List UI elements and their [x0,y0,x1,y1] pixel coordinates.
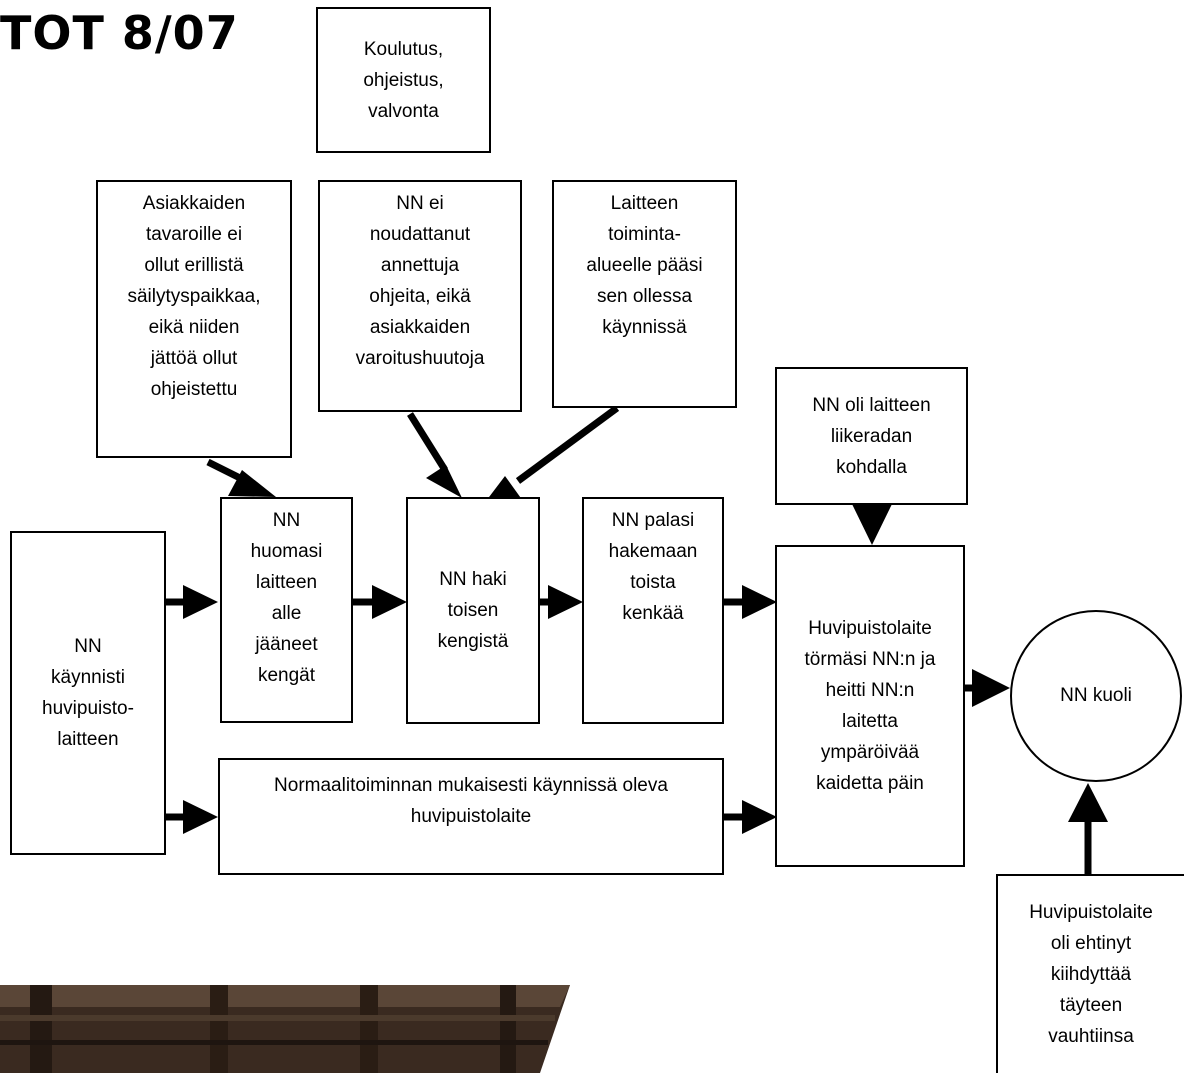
box-normaalitoiminta: Normaalitoiminnan mukaisesti käynnissä o… [218,758,724,875]
arrow-laitteen-haki [515,405,620,484]
box-nn-ei-noudattanut: NN ei noudattanut annettuja ohjeita, eik… [318,180,522,412]
box-nn-haki: NN haki toisen kengistä [406,497,540,724]
node-nn-kuoli: NN kuoli [1010,610,1182,782]
box-nn-oli-kohdalla: NN oli laitteen liikeradan kohdalla [775,367,968,505]
page-title: TOT 8/07 [0,6,239,60]
box-kiihdyttaa: Huvipuistolaite oli ehtinyt kiihdyttää t… [996,874,1184,1073]
box-tormasi: Huvipuistolaite törmäsi NN:n ja heitti N… [775,545,965,867]
wooden-structure-image [0,985,570,1073]
box-laitteen-toiminta-alue: Laitteen toiminta- alueelle pääsi sen ol… [552,180,737,408]
box-nn-huomasi: NN huomasi laitteen alle jääneet kengät [220,497,353,723]
photo-fragment [0,985,570,1073]
box-asiakkaiden: Asiakkaiden tavaroille ei ollut erillist… [96,180,292,458]
arrow-nnei-haki [407,412,448,472]
box-koulutus: Koulutus, ohjeistus, valvonta [316,7,491,153]
box-nn-palasi: NN palasi hakemaan toista kenkää [582,497,724,724]
box-nn-kaynnisti: NN käynnisti huvipuisto- laitteen [10,531,166,855]
